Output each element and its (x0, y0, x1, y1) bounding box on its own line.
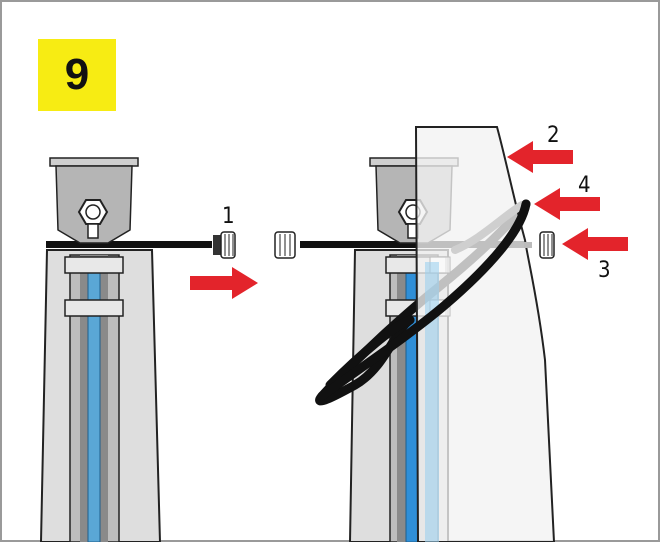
right-cable-bar (300, 241, 525, 248)
cable-gland-icon (213, 231, 236, 259)
arrow-icon-4 (534, 188, 600, 220)
left-cable-bar (46, 241, 212, 248)
left-assembly (39, 157, 236, 542)
left-clamp-bottom (64, 299, 124, 317)
arrow-icon-2 (507, 141, 573, 173)
callout-1: 1 (222, 204, 235, 229)
left-clamp-top (64, 256, 124, 274)
step-number-badge: 9 (38, 39, 116, 111)
right-assembly (300, 126, 556, 542)
left-nut-icon (77, 199, 109, 239)
loop-cable-lower (325, 315, 415, 390)
arrow-icon-1 (190, 267, 258, 299)
arrow-icon-3 (562, 228, 628, 260)
loose-gland-icon (274, 231, 296, 259)
loop-cable-front (317, 199, 531, 401)
callout-4: 4 (578, 173, 591, 198)
callout-2: 2 (547, 123, 560, 148)
callout-3: 3 (598, 258, 611, 283)
right-cable-gland-icon (524, 231, 555, 259)
